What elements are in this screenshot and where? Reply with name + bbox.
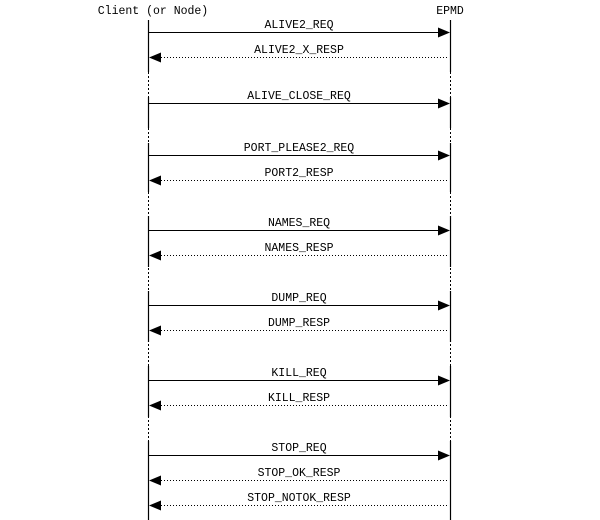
arrowhead-left-icon bbox=[149, 52, 161, 63]
arrowhead-right-icon bbox=[438, 375, 450, 386]
message-label: NAMES_RESP bbox=[264, 242, 333, 255]
message-label: NAMES_REQ bbox=[268, 217, 330, 230]
message-label: ALIVE2_REQ bbox=[264, 19, 333, 32]
arrowhead-right-icon bbox=[438, 27, 450, 38]
message-label: STOP_NOTOK_RESP bbox=[247, 492, 351, 505]
message-label: ALIVE_CLOSE_REQ bbox=[247, 90, 351, 103]
arrowhead-right-icon bbox=[438, 300, 450, 311]
arrowhead-right-icon bbox=[438, 450, 450, 461]
message-label: KILL_REQ bbox=[271, 367, 326, 380]
message-label: KILL_RESP bbox=[268, 392, 330, 405]
arrowhead-left-icon bbox=[149, 500, 161, 511]
arrowhead-right-icon bbox=[438, 150, 450, 161]
message-label: STOP_REQ bbox=[271, 442, 326, 455]
arrowhead-right-icon bbox=[438, 225, 450, 236]
message-label: STOP_OK_RESP bbox=[258, 467, 341, 480]
actor-label: Client (or Node) bbox=[98, 5, 208, 18]
arrowhead-left-icon bbox=[149, 400, 161, 411]
arrowhead-left-icon bbox=[149, 325, 161, 336]
message-label: ALIVE2_X_RESP bbox=[254, 44, 344, 57]
message-label: DUMP_REQ bbox=[271, 292, 326, 305]
arrowhead-left-icon bbox=[149, 175, 161, 186]
message-label: PORT2_RESP bbox=[264, 167, 333, 180]
arrowhead-left-icon bbox=[149, 475, 161, 486]
arrowhead-left-icon bbox=[149, 250, 161, 261]
actor-label: EPMD bbox=[436, 5, 464, 18]
message-label: PORT_PLEASE2_REQ bbox=[244, 142, 355, 155]
arrowhead-right-icon bbox=[438, 98, 450, 109]
message-label: DUMP_RESP bbox=[268, 317, 330, 330]
